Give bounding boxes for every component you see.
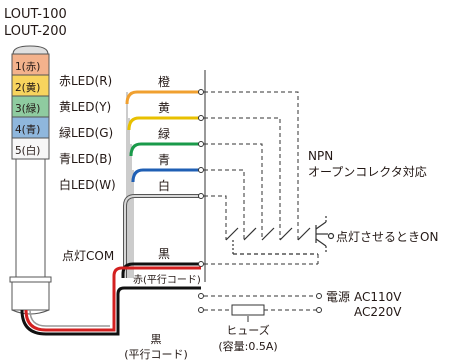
wire-label-white: 白 bbox=[158, 178, 170, 193]
led-label-red: 赤LED(R) bbox=[59, 74, 112, 88]
tier-label-4: 4(青) bbox=[15, 123, 40, 136]
npn-label-line2: オープンコレクタ対応 bbox=[308, 165, 427, 179]
wire-label-orange: 橙 bbox=[158, 74, 170, 89]
tier-label-1: 1(赤) bbox=[15, 61, 40, 73]
led-label-green: 緑LED(G) bbox=[59, 125, 113, 140]
power-ac1: AC110V bbox=[354, 290, 402, 304]
power-label: 電源 bbox=[326, 290, 350, 304]
switch-contacts bbox=[225, 227, 318, 255]
fuse-icon bbox=[231, 304, 265, 316]
terminal-blue bbox=[198, 167, 204, 173]
tower-base-rim bbox=[9, 276, 52, 283]
power-wire-red bbox=[24, 266, 201, 332]
led-label-white: 白LED(W) bbox=[59, 177, 116, 192]
power-terminal-2 bbox=[316, 307, 322, 313]
tier-label-3: 3(緑) bbox=[15, 102, 40, 115]
wire-label-yellow: 黄 bbox=[158, 101, 170, 115]
terminal-white bbox=[198, 193, 204, 199]
terminal-orange bbox=[198, 89, 204, 95]
switch-note: 点灯させるときON bbox=[336, 230, 438, 244]
npn-line-5 bbox=[204, 195, 227, 240]
power-ac2: AC220V bbox=[354, 305, 402, 319]
led-label-blue: 青LED(B) bbox=[59, 152, 112, 166]
power-red-label: 赤(平行コード) bbox=[133, 273, 201, 286]
power-cord bbox=[20, 266, 201, 336]
wire-white: 白 bbox=[123, 178, 204, 278]
tower-base bbox=[11, 281, 50, 311]
fuse-label: ヒューズ bbox=[226, 323, 269, 337]
power-black-label: 黒 bbox=[151, 333, 162, 346]
terminal-power-black bbox=[198, 307, 204, 313]
terminal-power-red bbox=[198, 293, 204, 299]
com-label: 点灯COM bbox=[62, 249, 114, 263]
terminal-green bbox=[198, 141, 204, 147]
npn-line-3 bbox=[204, 143, 263, 240]
signal-tower: 1(赤) 2(黄) 3(緑) 4(青) 5(白) bbox=[9, 45, 52, 315]
model-name-2: LOUT-200 bbox=[4, 24, 67, 39]
wire-yellow: 黄 bbox=[127, 101, 204, 131]
fuse-capacity: (容量:0.5A) bbox=[218, 339, 277, 353]
led-label-yellow: 黄LED(Y) bbox=[59, 100, 111, 114]
npn-line-1 bbox=[204, 91, 299, 240]
terminal-yellow bbox=[198, 115, 204, 121]
power-terminal-1 bbox=[316, 293, 322, 299]
power-black-sub: (平行コード) bbox=[124, 348, 188, 361]
tower-cap bbox=[12, 45, 49, 55]
wire-label-black: 黒 bbox=[158, 247, 170, 261]
wire-label-blue: 青 bbox=[158, 153, 170, 167]
npn-switch-network bbox=[204, 91, 319, 265]
wire-black-com: 黒 bbox=[121, 247, 204, 278]
model-name-1: LOUT-100 bbox=[4, 7, 67, 22]
npn-line-4 bbox=[204, 169, 245, 240]
transistor-icon bbox=[315, 216, 335, 254]
power-supply-lines bbox=[204, 295, 316, 311]
tier-label-5: 5(白) bbox=[15, 144, 40, 157]
wire-blue: 青 bbox=[131, 153, 204, 183]
wire-orange: 橙 bbox=[125, 74, 204, 105]
wire-green: 緑 bbox=[129, 126, 204, 157]
wire-label-green: 緑 bbox=[158, 126, 170, 141]
npn-label-line1: NPN bbox=[308, 149, 333, 163]
tier-label-2: 2(黄) bbox=[15, 81, 40, 94]
tower-pole bbox=[15, 158, 46, 278]
terminal-com bbox=[198, 261, 204, 267]
power-wire-black bbox=[20, 286, 201, 336]
npn-line-2 bbox=[204, 117, 281, 240]
